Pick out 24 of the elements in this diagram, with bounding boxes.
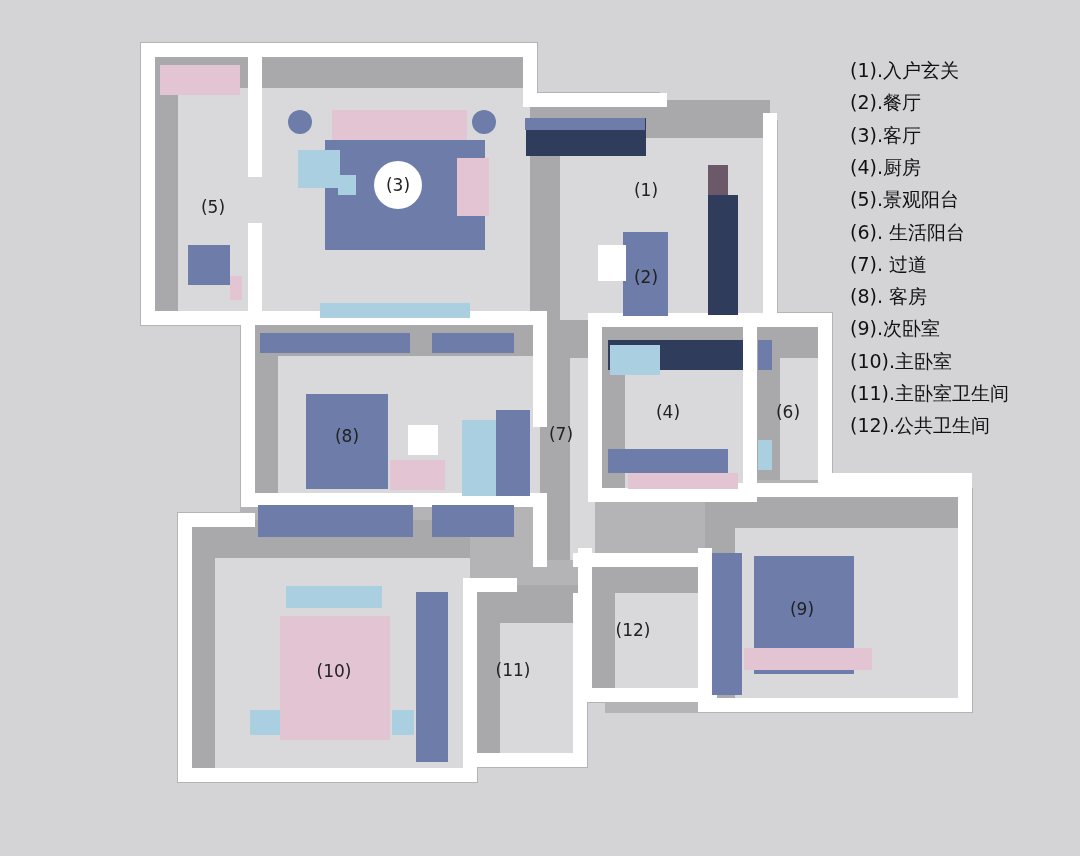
room-number: (1) — [633, 181, 659, 199]
room-number: (2) — [633, 268, 659, 286]
room-list-item: (3).客厅 — [850, 125, 921, 145]
room-number: (4) — [655, 403, 681, 421]
room-list-item: (8). 客房 — [850, 287, 927, 307]
room-list-item: (7). 过道 — [850, 254, 927, 274]
room-list-item: (6). 生活阳台 — [850, 222, 965, 242]
room-number: (9) — [789, 600, 815, 618]
room-number: (12) — [615, 621, 651, 639]
room-number: (7) — [548, 425, 574, 443]
room-list-item: (2).餐厅 — [850, 93, 921, 113]
room-list-item: (10).主卧室 — [850, 351, 953, 371]
room-list-item: (1).入户玄关 — [850, 61, 959, 80]
room-number: (3) — [385, 176, 411, 194]
room-number: (8) — [334, 427, 360, 445]
room-list-item: (11).主卧室卫生间 — [850, 384, 1010, 403]
room-number: (10) — [316, 662, 352, 680]
room-number: (6) — [775, 403, 801, 421]
room-number: (11) — [495, 661, 531, 679]
room-list-item: (5).景观阳台 — [850, 190, 959, 210]
room-number: (5) — [200, 198, 226, 216]
room-list-item: (12).公共卫生间 — [850, 416, 991, 436]
room-list-item: (9).次卧室 — [850, 319, 940, 339]
room-list-item: (4).厨房 — [850, 157, 921, 177]
